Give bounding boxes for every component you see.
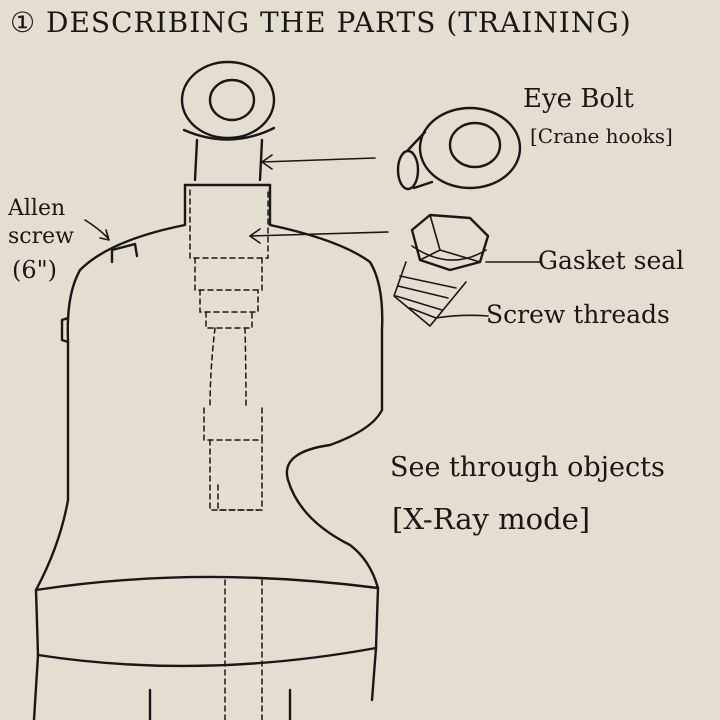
label-allen-line1: Allen — [8, 196, 66, 221]
eye-bolt-detached — [396, 106, 522, 191]
label-allen-line2: screw — [8, 224, 74, 249]
xray-internals — [189, 189, 269, 720]
label-allen-line3: (6") — [12, 256, 58, 284]
page-title: ① DESCRIBING THE PARTS (TRAINING) — [10, 6, 632, 39]
label-screw-threads: Screw threads — [486, 300, 670, 329]
main-body — [34, 183, 384, 592]
screw-part — [393, 213, 541, 327]
base-flange — [32, 575, 380, 720]
label-crane-hooks: [Crane hooks] — [530, 124, 673, 148]
arrows — [249, 154, 389, 244]
allen-screw — [60, 219, 139, 344]
label-gasket-seal: Gasket seal — [538, 246, 685, 275]
label-xray-line2: [X-Ray mode] — [392, 502, 591, 536]
label-eye-bolt: Eye Bolt — [523, 84, 634, 114]
eye-bolt-mounted — [180, 60, 276, 182]
label-xray-line1: See through objects — [390, 452, 665, 483]
